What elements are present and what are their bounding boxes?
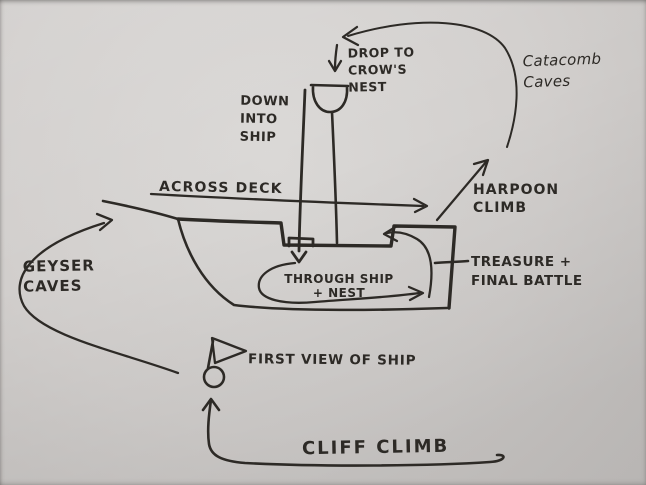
- crows-nest-icon: [309, 83, 350, 114]
- mast-line: [330, 110, 339, 245]
- down-into-ship-arrowhead: [290, 250, 308, 264]
- stern-inner-arrow: [385, 231, 433, 299]
- hatch-rect: [287, 236, 315, 248]
- harpoon-arrowhead: [472, 158, 490, 177]
- label-across-deck: ACROSS DECK: [158, 178, 283, 198]
- through-ship-loop: [257, 261, 421, 304]
- label-catacomb-caves: Catacomb Caves: [522, 49, 602, 92]
- label-through-ship-nest: THROUGH SHIP + NEST: [284, 272, 394, 300]
- drop-arrow: [333, 43, 339, 70]
- label-geyser-caves: GEYSER CAVES: [22, 256, 96, 296]
- flag-icon: [202, 336, 248, 389]
- geyser-arrowhead: [95, 212, 114, 232]
- geyser-curve: [18, 221, 180, 375]
- hull-outline: [176, 217, 449, 312]
- bow-line: [101, 199, 180, 221]
- across-deck-arrowhead: [412, 197, 429, 214]
- drop-arrowhead: [327, 59, 343, 73]
- cliff-climb-arrow: [206, 398, 505, 467]
- down-into-ship-line: [297, 88, 307, 253]
- label-first-view-of-ship: FIRST VIEW OF SHIP: [247, 351, 417, 369]
- across-deck-arrow: [149, 192, 425, 208]
- label-down-into-ship: DOWN INTO SHIP: [239, 93, 290, 146]
- label-drop-to-crows-nest: DROP TO CROW'S NEST: [347, 44, 415, 95]
- treasure-tick: [433, 259, 470, 265]
- catacomb-curve: [347, 21, 518, 148]
- stern-inner-arrowhead: [382, 224, 399, 243]
- through-ship-arrowhead: [407, 285, 425, 302]
- label-harpoon-climb: HARPOON CLIMB: [473, 182, 560, 216]
- cliff-climb-arrowhead: [201, 397, 221, 412]
- deck-outline: [176, 217, 457, 310]
- label-treasure-final-battle: TREASURE + FINAL BATTLE: [471, 254, 583, 289]
- catacomb-curve-arrowhead: [341, 25, 360, 47]
- harpoon-arrow: [435, 160, 488, 222]
- label-cliff-climb: CLIFF CLIMB: [301, 435, 450, 460]
